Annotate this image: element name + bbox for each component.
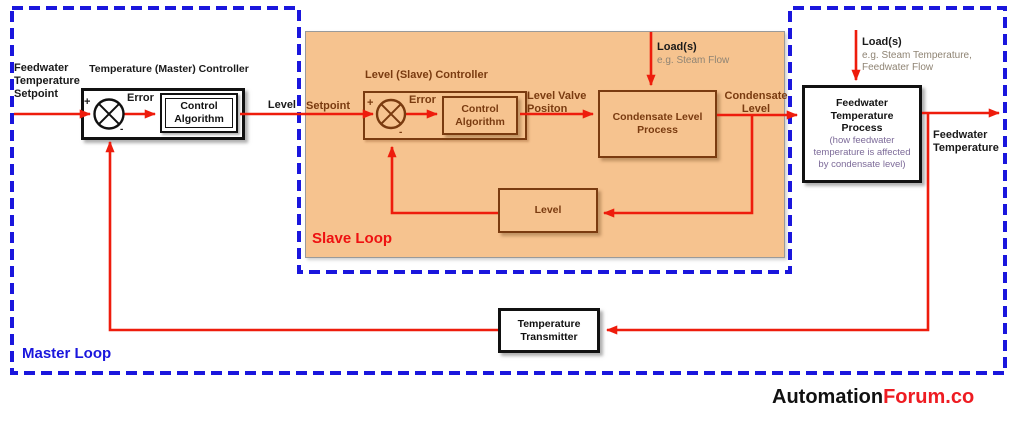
branding-forum: Forum.co xyxy=(883,386,975,408)
master-loads-label: Load(s) xyxy=(862,36,902,48)
site-branding: AutomationForum.co xyxy=(772,386,974,409)
slave-loop-label: Slave Loop xyxy=(312,230,393,247)
slave-controller-title: Level (Slave) Controller xyxy=(365,69,488,81)
slave-plus-sign: + xyxy=(367,97,374,109)
level-transmitter-box: Level xyxy=(498,188,598,233)
level-transmitter-label: Level xyxy=(534,204,562,217)
slave-control-algorithm-label: Control Algorithm xyxy=(455,102,505,128)
temperature-transmitter-box: Temperature Transmitter xyxy=(498,308,600,353)
master-plus-sign: + xyxy=(84,96,91,108)
condensate-level-process-label: Condensate Level Process xyxy=(612,111,703,136)
slave-loads-label: Load(s) xyxy=(657,41,697,53)
master-loop-label: Master Loop xyxy=(22,345,112,362)
slave-setpoint-label: Setpoint xyxy=(306,100,350,112)
master-control-algorithm-label: Control Algorithm xyxy=(174,100,224,125)
level-valve-position-label: Level Valve Positon xyxy=(527,90,587,115)
condensate-level-label: Condensate Level xyxy=(724,90,788,115)
feedwater-temperature-process-box: Feedwater Temperature Process (how feedw… xyxy=(802,85,922,183)
branding-automation: Automation xyxy=(772,386,884,408)
feedwater-setpoint-label: Feedwater Temperature Setpoint xyxy=(14,62,80,100)
master-minus-sign: - xyxy=(120,124,124,135)
master-error-label: Error xyxy=(127,92,154,104)
master-control-algorithm-box: Control Algorithm xyxy=(160,93,238,133)
slave-minus-sign: - xyxy=(399,127,403,138)
feedwater-temperature-process-title: Feedwater Temperature Process xyxy=(830,97,894,135)
master-controller-title: Temperature (Master) Controller xyxy=(89,63,249,75)
feedwater-temperature-process-note: (how feedwater temperature is affected b… xyxy=(813,135,911,170)
condensate-level-process-box: Condensate Level Process xyxy=(598,90,717,158)
slave-error-label: Error xyxy=(409,94,436,106)
slave-control-algorithm-box: Control Algorithm xyxy=(442,96,518,135)
feedwater-temperature-output-label: Feedwater Temperature xyxy=(933,129,999,154)
temperature-transmitter-label: Temperature Transmitter xyxy=(517,317,581,343)
level-output-label: Level xyxy=(267,99,296,111)
master-loads-example: e.g. Steam Temperature, Feedwater Flow xyxy=(862,50,972,73)
slave-loads-example: e.g. Steam Flow xyxy=(657,55,730,66)
